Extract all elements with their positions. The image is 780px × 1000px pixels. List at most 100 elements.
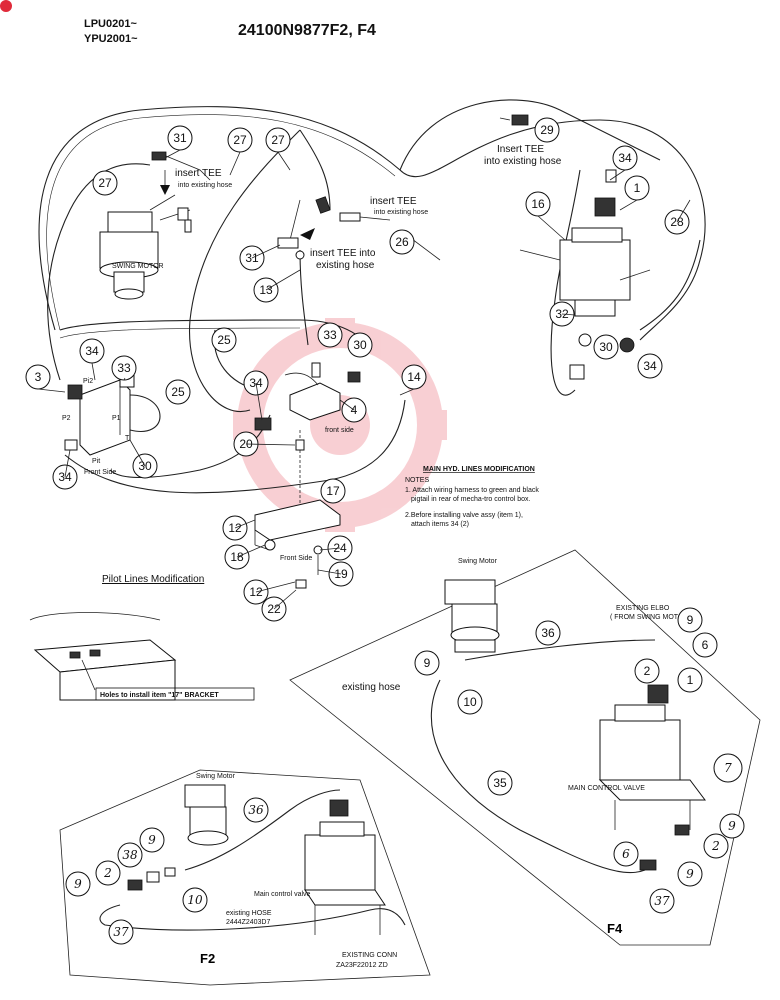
callout-12-b: 12 — [243, 579, 269, 605]
serial-range-1: LPU0201~ — [84, 18, 137, 30]
svg-text:33: 33 — [117, 361, 131, 375]
hose-28 — [639, 239, 701, 331]
svg-text:29: 29 — [540, 123, 554, 137]
into-existing-hose-label-center: into existing hose — [374, 209, 428, 216]
svg-text:34: 34 — [643, 359, 657, 373]
callout-2-f4-a: 2 — [634, 658, 660, 684]
svg-text:19: 19 — [334, 567, 348, 581]
front-side-label-3: Front Side — [280, 555, 312, 562]
callout-10-f4: 10 — [457, 689, 483, 715]
svg-text:26: 26 — [395, 235, 409, 249]
corner-mark — [0, 0, 12, 12]
port-t-label: T — [125, 435, 130, 442]
main-control-valve-f4-label: MAIN CONTROL VALVE — [568, 785, 645, 792]
callout-34-b: 34 — [79, 338, 105, 364]
callout-17: 17 — [320, 478, 346, 504]
control-valve-f2-icon — [304, 799, 386, 935]
insert-tee-label-left: insert TEE — [175, 168, 222, 179]
callout-2-f2: 2 — [95, 860, 121, 886]
existing-hose-f2-partno: 2444Z2403D7 — [226, 919, 270, 926]
hose-13 — [299, 249, 309, 346]
holes-bracket-label: Holes to install item "17" BRACKET — [100, 692, 219, 699]
hose-14 — [64, 399, 406, 494]
existing-hose-f4-label: existing hose — [342, 682, 401, 693]
svg-text:27: 27 — [98, 176, 112, 190]
frame-inset-icon — [29, 612, 177, 701]
insert-tee-label-right: Insert TEE — [497, 144, 544, 155]
svg-text:33: 33 — [323, 328, 337, 342]
swing-motor-f2-icon — [184, 784, 229, 846]
hose-36-f2 — [184, 789, 341, 871]
svg-text:1: 1 — [687, 673, 694, 687]
svg-text:24: 24 — [333, 541, 347, 555]
callout-34-a: 34 — [612, 145, 638, 171]
svg-text:10: 10 — [463, 695, 477, 709]
svg-text:9: 9 — [686, 867, 694, 881]
svg-text:9: 9 — [728, 819, 736, 833]
svg-text:27: 27 — [233, 133, 247, 147]
callout-38: 38 — [117, 842, 143, 868]
callout-9-f2-a: 9 — [139, 827, 165, 853]
callout-34-c: 34 — [637, 353, 663, 379]
callout-19: 19 — [328, 561, 354, 587]
swing-motor-f4-label: Swing Motor — [458, 558, 498, 565]
hose-center-up — [299, 129, 331, 211]
hose-27-left — [47, 163, 151, 381]
note-1-line-2: pigtail in rear of mecha-tro control box… — [411, 496, 530, 503]
fittings-f2-icon — [127, 867, 176, 891]
svg-text:9: 9 — [148, 833, 156, 847]
callout-30-b: 30 — [593, 334, 619, 360]
callout-2-f4-b: 2 — [703, 833, 729, 859]
hose-25-top — [59, 319, 371, 351]
swing-motor-label: SWING MOTOR — [112, 263, 164, 270]
main-control-valve-f2-label: Main control valve — [254, 891, 311, 898]
callout-9-f4-d: 9 — [677, 861, 703, 887]
control-valve-top-right-icon — [519, 169, 651, 380]
callout-30-a: 30 — [347, 332, 373, 358]
f4-label: F4 — [607, 921, 623, 936]
swing-motor-f2-label: Swing Motor — [196, 773, 236, 780]
callout-35: 35 — [487, 770, 513, 796]
front-side-label: Front Side — [84, 469, 116, 476]
insert-tee-into-label: insert TEE into — [310, 248, 376, 259]
svg-text:38: 38 — [122, 848, 138, 862]
svg-text:17: 17 — [326, 484, 340, 498]
callout-31-a: 31 — [167, 125, 193, 151]
control-valve-f4-icon — [598, 684, 706, 871]
svg-text:1: 1 — [634, 181, 641, 195]
main-hyd-title: MAIN HYD. LINES MODIFICATION — [423, 466, 535, 473]
callout-36-f4: 36 — [535, 620, 561, 646]
svg-text:30: 30 — [353, 338, 367, 352]
svg-text:7: 7 — [724, 761, 732, 775]
svg-text:2: 2 — [644, 664, 651, 678]
into-existing-hose-label-right: into existing hose — [484, 156, 562, 167]
port-pi2-label: Pi2 — [83, 378, 93, 385]
pilot-lines-title: Pilot Lines Modification — [102, 574, 204, 585]
callout-10-f2: 10 — [182, 887, 208, 913]
tee-fitting-left — [151, 151, 211, 195]
tee-fitting-right — [499, 114, 529, 126]
callout-7-f4: 7 — [713, 753, 743, 783]
svg-text:6: 6 — [622, 847, 630, 861]
note-2-line-1: 2.Before installing valve assy (item 1), — [405, 512, 523, 519]
hose-27-inner — [46, 114, 396, 331]
callout-37-f4: 37 — [649, 888, 675, 914]
callout-36-f2: 36 — [243, 797, 269, 823]
hose-16 — [550, 169, 581, 396]
pilot-valve-block-icon — [64, 374, 135, 456]
callout-25-b: 25 — [165, 379, 191, 405]
svg-text:16: 16 — [531, 197, 545, 211]
svg-text:36: 36 — [248, 803, 264, 817]
hose-f2-existing — [99, 904, 406, 931]
svg-text:10: 10 — [187, 893, 203, 907]
callout-27-b: 27 — [265, 127, 291, 153]
pilot-valve-center-icon — [254, 362, 361, 431]
svg-text:3: 3 — [35, 370, 42, 384]
callout-9-f4-a: 9 — [677, 607, 703, 633]
serial-range-2: YPU2001~ — [84, 33, 138, 45]
hose-35 — [430, 679, 646, 874]
hose-29 — [399, 99, 661, 171]
callout-27-c: 27 — [92, 170, 118, 196]
callout-33-a: 33 — [317, 322, 343, 348]
